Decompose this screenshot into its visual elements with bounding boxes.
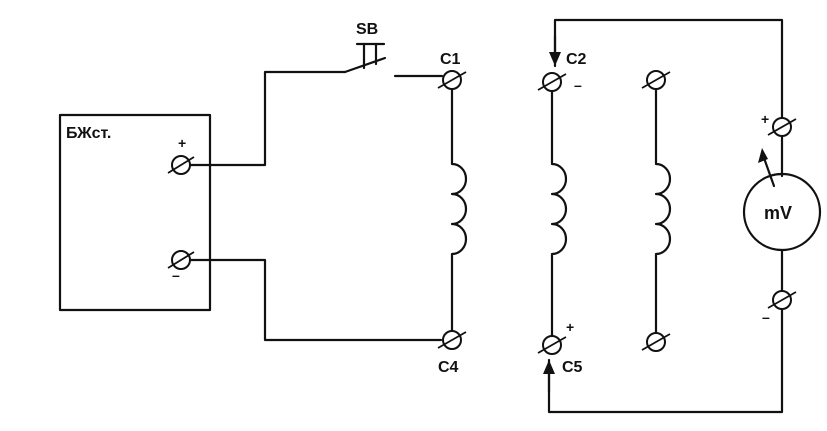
meter-plus-sign: +: [761, 111, 769, 127]
meter-plus-terminal: [767, 117, 797, 137]
terminal-c2: [537, 72, 567, 92]
c5-plus-sign: +: [566, 319, 574, 335]
power-supply-box: [58, 113, 212, 312]
wire-supply-plus-to-switch: [188, 70, 347, 167]
meter-minus-sign: –: [762, 309, 770, 325]
supply-minus-sign: –: [172, 267, 180, 283]
third-coil-bottom-terminal: [641, 332, 671, 352]
terminal-c5: [537, 335, 567, 355]
c5-label: C5: [562, 359, 583, 376]
wire-supply-minus-to-c4: [188, 258, 443, 342]
wire-c5-to-meter: [547, 308, 784, 414]
switch-sb: [343, 42, 444, 78]
meter-needle-icon: [758, 148, 776, 188]
c1-label: C1: [440, 51, 461, 68]
switch-label: SB: [356, 21, 378, 38]
power-supply-label: БЖст.: [66, 125, 111, 142]
third-coil-top-terminal: [641, 70, 671, 90]
secondary-coil: [550, 88, 568, 340]
c5-arrow-icon: [543, 358, 555, 394]
third-coil: [654, 86, 672, 336]
meter-minus-terminal: [767, 290, 797, 310]
terminal-c4: [437, 330, 467, 350]
meter-label: mV: [764, 203, 792, 223]
c2-minus-sign: –: [574, 77, 582, 93]
terminal-c1: [437, 70, 467, 90]
supply-plus-sign: +: [178, 135, 186, 151]
wire-c2-to-meter: [553, 18, 784, 120]
c4-label: C4: [438, 359, 459, 376]
c2-arrow-icon: [549, 34, 561, 68]
c2-label: C2: [566, 51, 587, 68]
primary-coil: [450, 84, 468, 332]
